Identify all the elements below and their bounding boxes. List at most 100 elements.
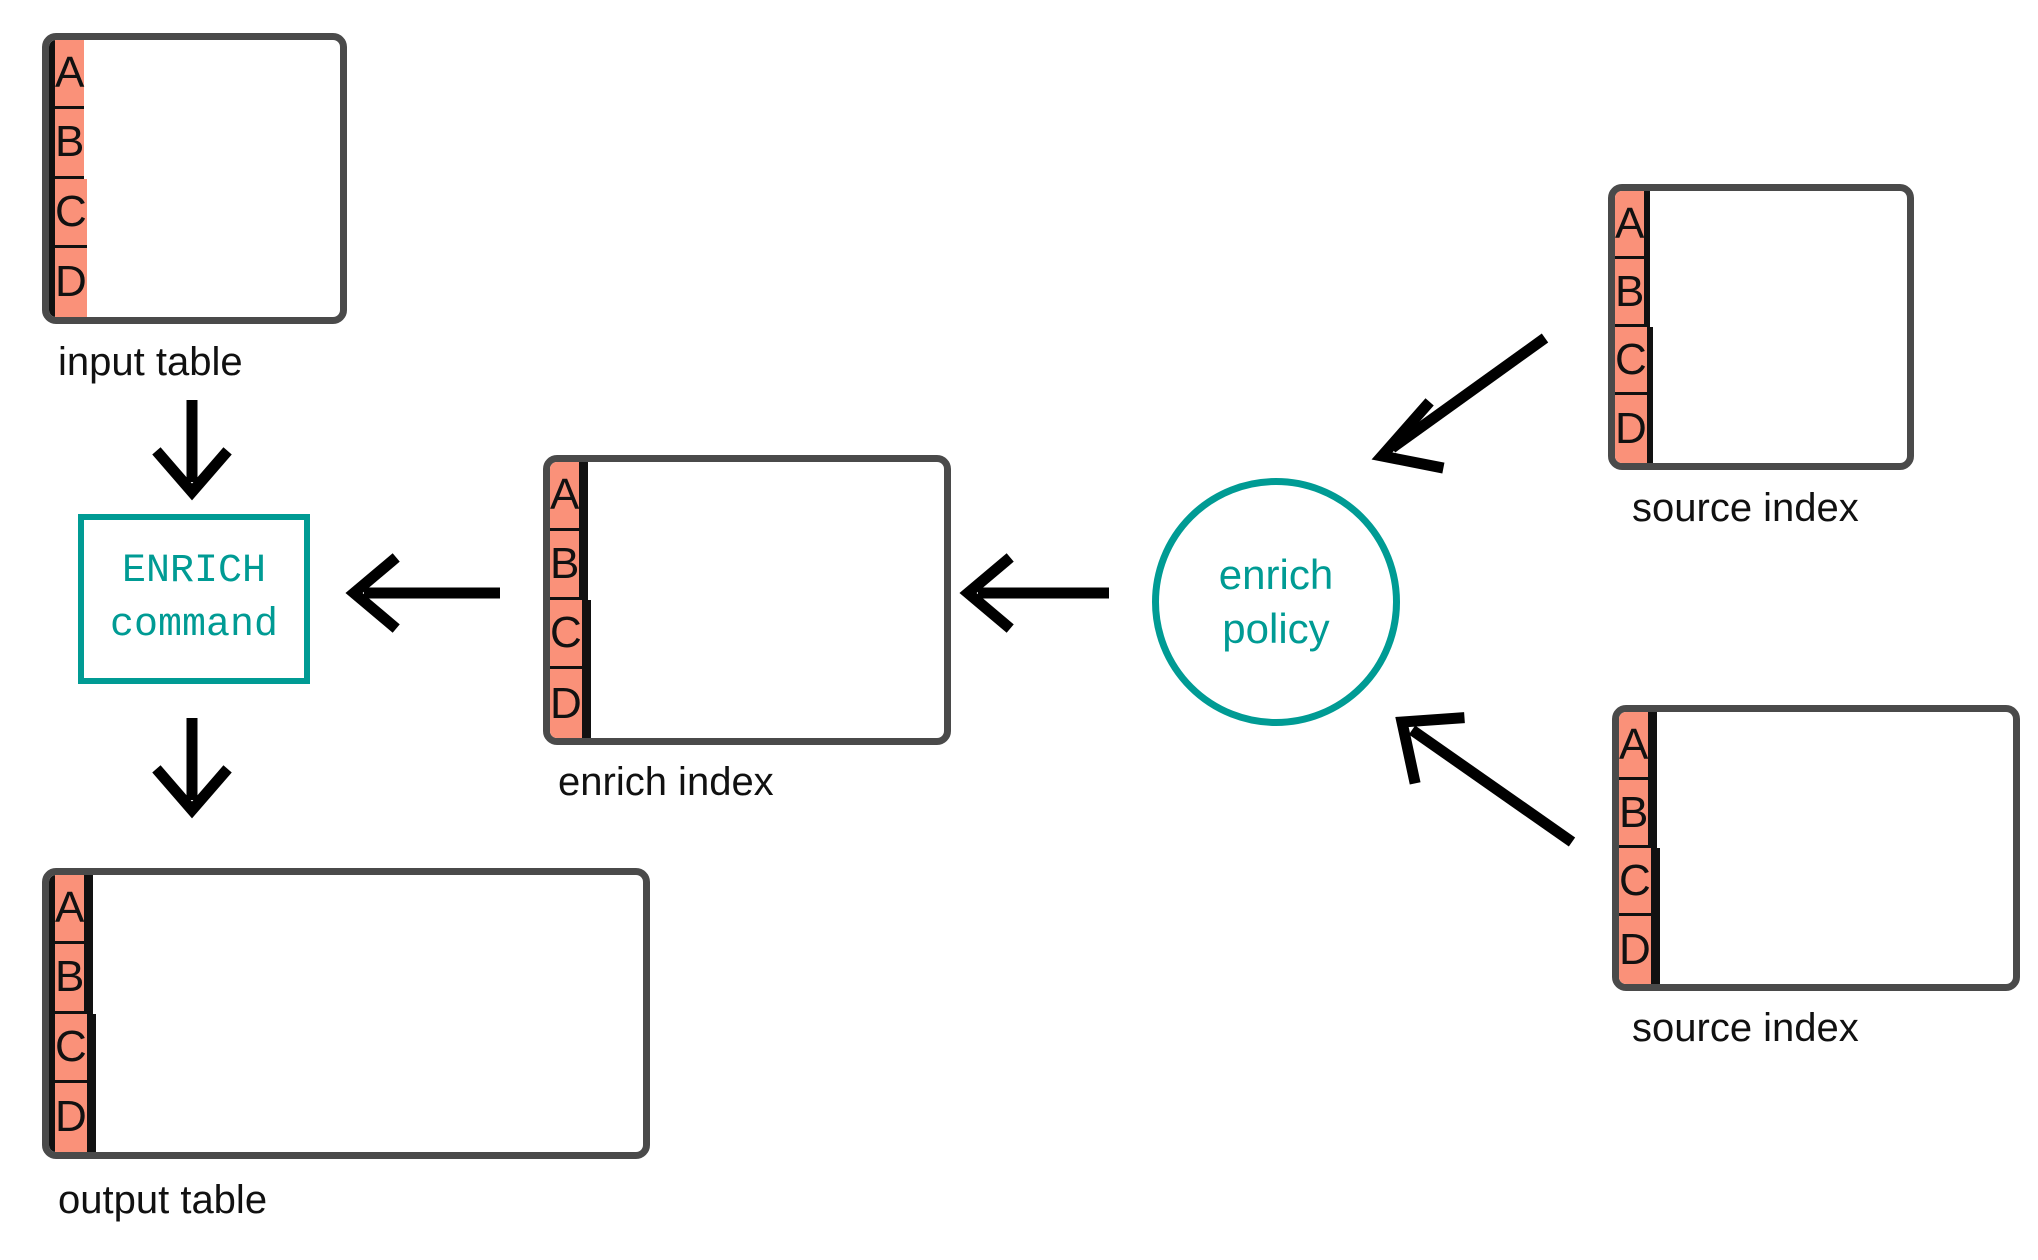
table-cell: D bbox=[55, 247, 87, 317]
table-cell bbox=[1647, 259, 1651, 327]
table-cell bbox=[1651, 780, 1655, 848]
table-row: C bbox=[49, 1013, 643, 1083]
table-cell bbox=[584, 669, 588, 738]
enrich-command-line1: ENRICH bbox=[121, 549, 267, 594]
table-cell bbox=[582, 531, 586, 600]
enrich-policy-line1: enrich bbox=[1218, 551, 1334, 599]
table-cell: C bbox=[55, 1013, 90, 1083]
table-cell bbox=[49, 1082, 52, 1152]
source-index-bottom-caption: source index bbox=[1632, 1006, 1859, 1050]
arrow-input-table-to-enrich-command bbox=[152, 400, 232, 501]
table-cell bbox=[1656, 848, 1660, 916]
table-row: C bbox=[49, 178, 340, 248]
enrich-policy-circle[interactable]: enrich policy bbox=[1152, 478, 1400, 726]
table-cell bbox=[52, 40, 55, 110]
table-row: D bbox=[49, 1082, 643, 1152]
table-row: A bbox=[1615, 191, 1907, 259]
table-cell: B bbox=[55, 109, 85, 179]
table-cell bbox=[92, 1082, 96, 1152]
table-cell: A bbox=[55, 40, 85, 110]
table-cell: D bbox=[550, 669, 585, 738]
table-cell: D bbox=[1615, 395, 1650, 463]
table-row: B bbox=[1619, 780, 2013, 848]
arrow-enrich-index-to-enrich-command bbox=[345, 553, 500, 633]
table-cell: D bbox=[1619, 916, 1654, 984]
table-cell bbox=[585, 462, 589, 531]
table-cell bbox=[90, 875, 94, 945]
table-row: B bbox=[550, 531, 944, 600]
table-row: C bbox=[1619, 848, 2013, 916]
table-cell: A bbox=[55, 875, 88, 945]
table-cell bbox=[1654, 780, 1658, 848]
table-cell bbox=[587, 669, 591, 738]
table-cell bbox=[52, 875, 55, 945]
table-cell bbox=[1649, 327, 1653, 395]
table-row: A bbox=[1619, 712, 2013, 780]
table-cell bbox=[89, 1013, 93, 1083]
table-cell: D bbox=[55, 1082, 90, 1152]
table-row: A bbox=[49, 875, 643, 945]
table-cell bbox=[582, 462, 586, 531]
table-row: D bbox=[1619, 916, 2013, 984]
table-cell: A bbox=[1619, 712, 1652, 780]
table-row: D bbox=[1615, 395, 1907, 463]
table-cell bbox=[89, 1082, 93, 1152]
source-index-bottom-table: A B C D bbox=[1612, 705, 2020, 991]
enrich-command-line2: command bbox=[109, 603, 279, 648]
enrich-index-table: A B C D bbox=[543, 455, 951, 745]
table-cell: A bbox=[1615, 191, 1648, 259]
table-cell: B bbox=[1619, 780, 1652, 848]
enrich-command-box[interactable]: ENRICH command bbox=[78, 514, 310, 684]
table-row: B bbox=[49, 944, 643, 1014]
table-cell: B bbox=[55, 944, 88, 1014]
table-cell bbox=[1653, 916, 1657, 984]
table-cell bbox=[52, 1082, 55, 1152]
arrow-enrich-policy-to-enrich-index bbox=[959, 553, 1109, 633]
input-table: A B C D bbox=[42, 33, 347, 324]
table-cell bbox=[52, 247, 55, 317]
table-cell: C bbox=[1615, 327, 1650, 395]
table-cell: C bbox=[550, 600, 585, 669]
table-cell bbox=[52, 109, 55, 179]
table-row: C bbox=[1615, 327, 1907, 395]
table-cell bbox=[49, 944, 52, 1014]
table-cell bbox=[49, 875, 52, 945]
arrow-source-index-bottom-to-enrich-policy bbox=[1395, 712, 1576, 847]
table-cell: C bbox=[55, 178, 87, 248]
input-table-caption: input table bbox=[58, 340, 243, 384]
source-index-top-table: A B C D bbox=[1608, 184, 1914, 470]
enrich-index-caption: enrich index bbox=[558, 760, 774, 804]
table-cell: A bbox=[550, 462, 583, 531]
arrow-source-index-top-to-enrich-policy bbox=[1371, 333, 1549, 474]
table-cell bbox=[52, 944, 55, 1014]
table-row: D bbox=[550, 669, 944, 738]
table-cell bbox=[585, 531, 589, 600]
table-row: A bbox=[49, 40, 340, 110]
table-cell bbox=[584, 600, 588, 669]
table-cell bbox=[49, 178, 52, 248]
table-cell bbox=[49, 247, 52, 317]
table-cell: B bbox=[1615, 259, 1648, 327]
table-cell bbox=[1656, 916, 1660, 984]
table-cell: C bbox=[1619, 848, 1654, 916]
table-cell bbox=[87, 875, 91, 945]
table-cell bbox=[87, 944, 91, 1014]
table-row: B bbox=[1615, 259, 1907, 327]
table-cell bbox=[49, 1013, 52, 1083]
enrich-policy-line2: policy bbox=[1222, 605, 1330, 652]
table-row: A bbox=[550, 462, 944, 531]
table-cell bbox=[52, 178, 55, 248]
table-cell bbox=[49, 40, 52, 110]
output-table: A B C D bbox=[42, 868, 650, 1159]
table-cell bbox=[1651, 712, 1655, 780]
source-index-top-caption: source index bbox=[1632, 486, 1859, 530]
table-cell: B bbox=[550, 531, 583, 600]
table-cell bbox=[52, 1013, 55, 1083]
table-cell bbox=[92, 1013, 96, 1083]
table-row: B bbox=[49, 109, 340, 179]
table-cell bbox=[1647, 191, 1651, 259]
output-table-caption: output table bbox=[58, 1178, 268, 1222]
table-cell bbox=[1654, 712, 1658, 780]
table-row: D bbox=[49, 247, 340, 317]
